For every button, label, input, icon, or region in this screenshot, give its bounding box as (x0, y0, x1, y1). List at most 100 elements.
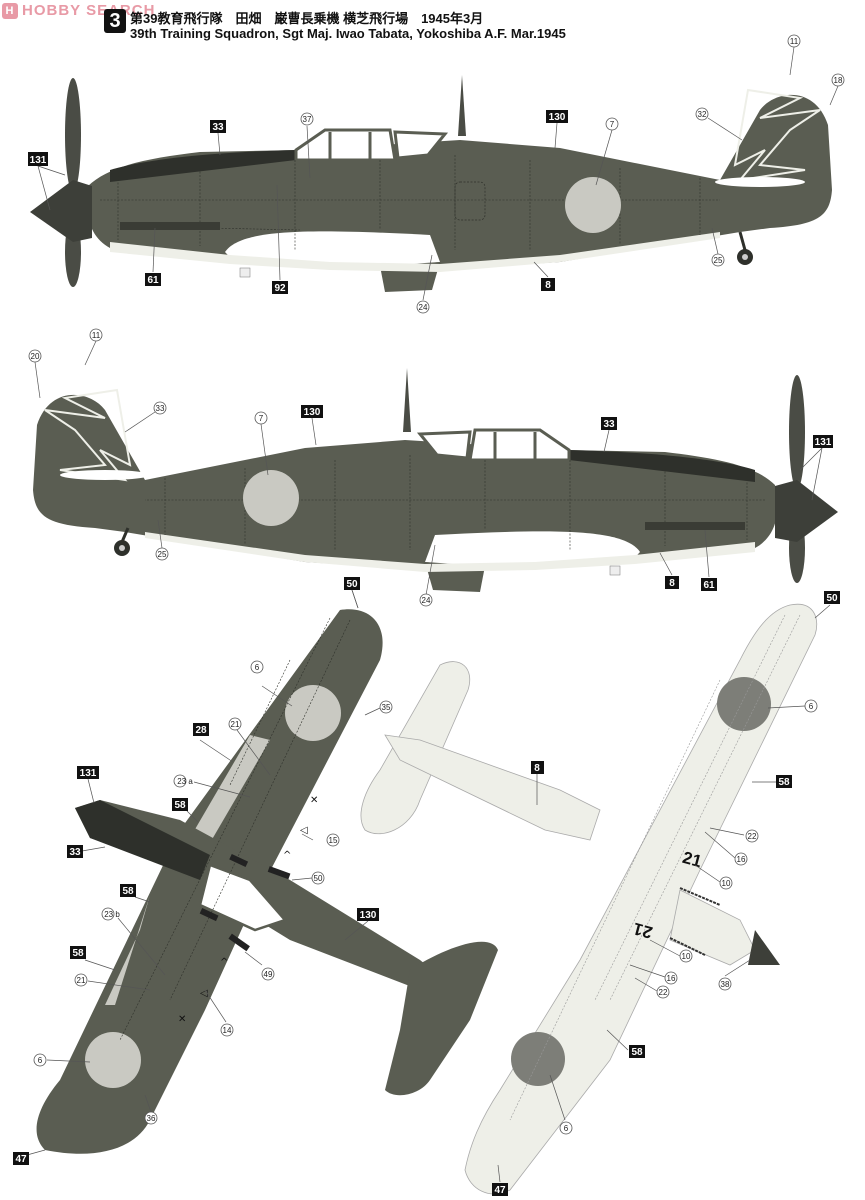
hinomaru-fuselage (243, 470, 299, 526)
svg-text:✕: ✕ (310, 795, 318, 806)
callout-49: 49 (264, 970, 273, 979)
tailplane-leading-edge (715, 177, 805, 187)
tailplane (385, 941, 498, 1096)
callout-58-lower: 58 (72, 948, 84, 959)
leading-edge-band (180, 735, 270, 860)
propeller-blade-upper (65, 78, 81, 192)
callout-25: 25 (158, 550, 167, 559)
svg-text:✕: ✕ (178, 1014, 186, 1025)
callout-20: 20 (31, 352, 40, 361)
scheme-title-japanese: 第39教育飛行隊 田畑 巌曹長乗機 横芝飛行場 1945年3月 (130, 11, 484, 26)
callout-24: 24 (422, 596, 431, 605)
callout-130: 130 (549, 112, 566, 123)
spinner (775, 480, 838, 542)
hobby-search-logo-icon: H (2, 2, 18, 19)
nose-lower (669, 889, 756, 966)
callout-36: 36 (147, 1114, 156, 1123)
svg-text:◁: ◁ (300, 825, 308, 836)
callout-61: 61 (703, 580, 715, 591)
callout-130: 130 (360, 910, 377, 921)
callout-25: 25 (714, 256, 723, 265)
callout-58-lower-starboard: 58 (778, 777, 790, 788)
callout-15: 15 (329, 836, 338, 845)
callout-11: 11 (790, 37, 799, 46)
hinomaru-lower-wing-starboard (717, 677, 771, 731)
anti-glare-top (75, 800, 210, 880)
callout-37: 37 (303, 115, 312, 124)
callout-58-upper: 58 (174, 800, 186, 811)
tail-number: 21 (780, 72, 804, 97)
callout-131: 131 (80, 768, 97, 779)
callout-50-side: 50 (346, 579, 358, 590)
callout-22-upper: 22 (748, 832, 757, 841)
callout-50-fuselage: 50 (314, 874, 323, 883)
callout-23b: 23 b (104, 910, 120, 919)
scheme-title-english: 39th Training Squadron, Sgt Maj. Iwao Ta… (130, 26, 566, 41)
callout-11: 11 (92, 331, 101, 340)
canopy-top (198, 863, 288, 932)
callout-33-tail: 33 (156, 404, 165, 413)
side-view-port: 21 131 33 37 130 7 11 18 32 61 92 24 8 2… (28, 34, 845, 314)
callout-58-lower-port: 58 (631, 1047, 643, 1058)
callout-131: 131 (30, 155, 47, 166)
callout-7: 7 (610, 120, 615, 129)
callout-10-lower: 10 (682, 952, 691, 961)
callout-130: 130 (304, 407, 321, 418)
anti-glare-panel (569, 450, 755, 482)
callout-21-upper: 21 (231, 720, 240, 729)
callout-32: 32 (698, 110, 707, 119)
callout-35: 35 (382, 703, 391, 712)
callout-18: 18 (834, 76, 843, 85)
callout-50-lower: 50 (826, 593, 838, 604)
fuselage-lower (384, 734, 601, 841)
callout-33: 33 (212, 122, 224, 133)
callout-47-lower: 47 (494, 1185, 506, 1196)
callout-61: 61 (147, 275, 159, 286)
top-view-upper-surface: ✕ ◁ ^ ^ ◁ ✕ 6 35 28 21 23 a 131 58 15 33… (13, 589, 498, 1165)
callout-6-lower: 6 (38, 1056, 43, 1065)
callout-33: 33 (69, 847, 81, 858)
canopy (468, 428, 571, 462)
hinomaru-upper-wing-port (85, 1032, 141, 1088)
svg-text:◁: ◁ (200, 988, 208, 999)
callout-24: 24 (419, 303, 428, 312)
callout-38: 38 (721, 980, 730, 989)
callout-28: 28 (195, 725, 207, 736)
side-view-starboard: 21 20 11 33 7 130 33 131 25 24 8 61 50 (28, 328, 838, 609)
callout-16-lower: 16 (667, 974, 676, 983)
svg-text:^: ^ (283, 850, 291, 861)
callout-6-lower-port: 6 (564, 1124, 569, 1133)
squadron-tail-marking (733, 88, 821, 182)
tail-number: 21 (61, 367, 85, 392)
callout-58-middle: 58 (122, 886, 134, 897)
callout-8: 8 (669, 578, 675, 589)
canopy (294, 128, 397, 162)
callout-16-upper: 16 (737, 855, 746, 864)
spinner (30, 180, 92, 242)
callout-6-lower-starboard: 6 (809, 702, 814, 711)
anti-glare-panel (110, 150, 296, 182)
callout-8: 8 (545, 280, 551, 291)
callout-8: 8 (534, 763, 540, 774)
fuselage (88, 94, 832, 270)
callout-33: 33 (603, 419, 615, 430)
hinomaru-fuselage (565, 177, 621, 233)
hinomaru-upper-wing-starboard (285, 685, 341, 741)
callout-23a: 23 a (177, 777, 193, 786)
callout-6-upper: 6 (255, 663, 260, 672)
callout-21-lower: 21 (77, 976, 86, 985)
callout-7: 7 (259, 414, 264, 423)
squadron-tail-marking (44, 388, 132, 482)
callout-47: 47 (15, 1154, 27, 1165)
callout-22-lower: 22 (659, 988, 668, 997)
spinner-lower (748, 930, 780, 965)
callout-14: 14 (223, 1026, 232, 1035)
fuselage (33, 394, 777, 570)
callout-131: 131 (815, 437, 832, 448)
underwing-number-starboard: 21 (681, 848, 704, 871)
hinomaru-lower-wing-port (511, 1032, 565, 1086)
callout-10-upper: 10 (722, 879, 731, 888)
scheme-number-badge: 3 (104, 9, 126, 33)
underwing-number-port: 21 (631, 919, 654, 942)
bottom-view-lower-surface: 21 21 50 6 8 58 22 16 10 10 16 22 38 58 … (360, 591, 840, 1196)
